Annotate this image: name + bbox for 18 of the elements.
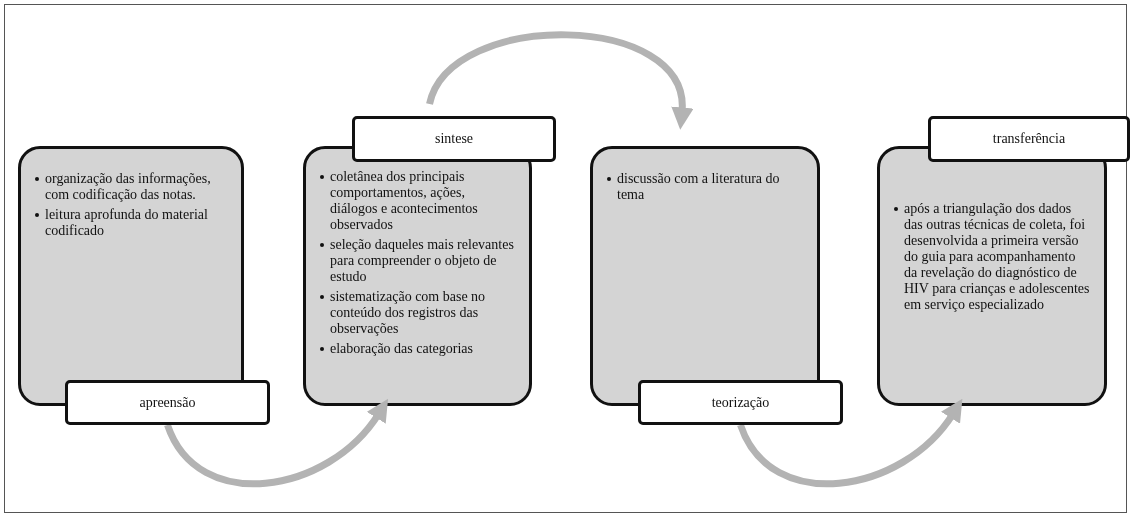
bullet-item: discussão com a literatura do tema <box>617 171 781 203</box>
bullet-item: elaboração das categorias <box>330 341 474 357</box>
bullet-item: após a triangulação dos dados das outras técnicas de coleta, foi desenvolvida a primeira versão do guia para acompanhamento da revelação do diagnóstico de HIV para crianças e adolescentes em serviço especializado <box>904 201 1090 313</box>
stage-label-box <box>638 380 843 425</box>
stage-label-box <box>65 380 270 425</box>
bullet-item: organização das informações, com codificação das notas. <box>45 171 212 203</box>
stage-label-box <box>928 116 1130 162</box>
curved-arrow <box>164 399 390 487</box>
curved-arrow <box>737 399 964 487</box>
stage-label: teorização <box>711 394 770 411</box>
stage-label: transferência <box>992 131 1066 147</box>
stage-label: sintese <box>434 131 474 147</box>
process-box <box>303 146 532 406</box>
stage-label-box <box>352 116 556 162</box>
process-box <box>877 146 1107 406</box>
curved-arrow <box>426 31 693 130</box>
stage-label: apreensão <box>139 394 196 411</box>
bullet-item: leitura aprofunda do material codificado <box>45 207 209 239</box>
